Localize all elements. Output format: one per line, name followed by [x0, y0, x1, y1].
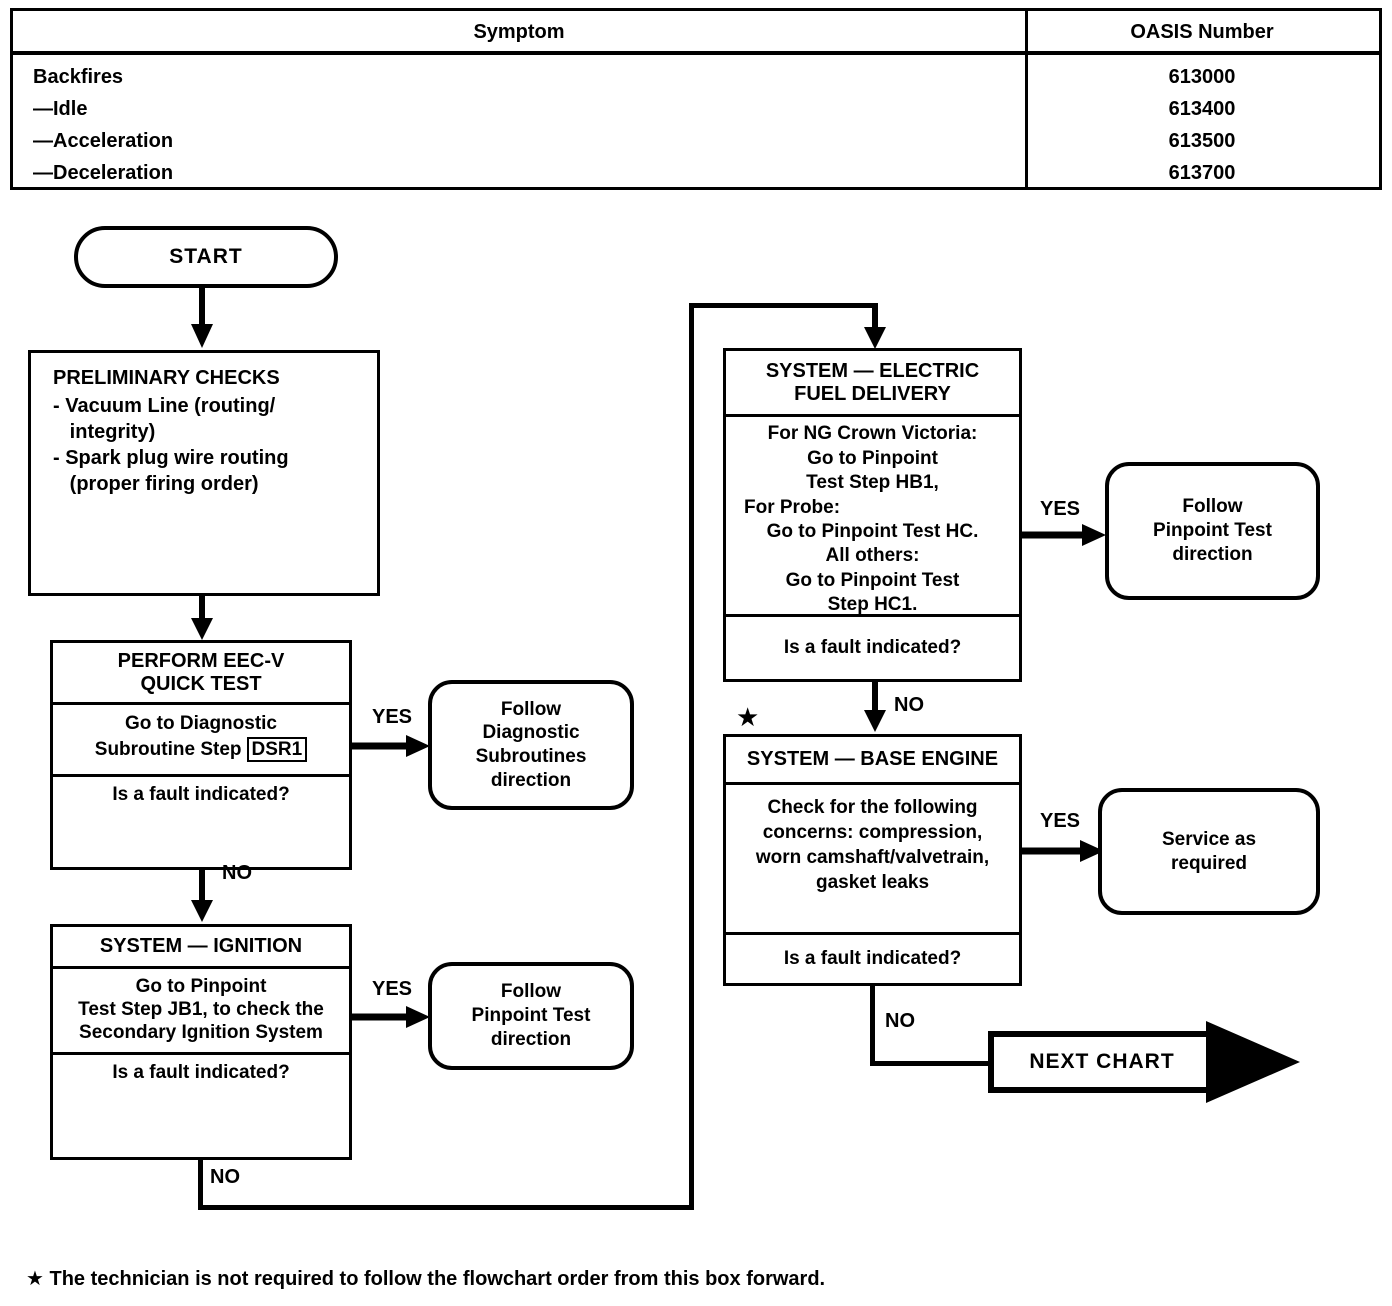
start-node: START — [74, 226, 338, 288]
service-as-required-node: Service as required — [1098, 788, 1320, 915]
preliminary-checks-item-0: - Vacuum Line (routing/ — [53, 395, 276, 417]
table-column-divider — [1025, 11, 1028, 187]
ignition-header: SYSTEM — IGNITION — [53, 927, 349, 969]
base-engine-box: SYSTEM — BASE ENGINE Check for the follo… — [723, 734, 1022, 986]
loop-line-ignition-down — [198, 1160, 203, 1210]
fuel-delivery-yes-label: YES — [1040, 498, 1081, 520]
table-row-symptom-1: —Idle — [33, 98, 88, 120]
quick-test-boxed-step: DSR1 — [246, 737, 308, 762]
symptom-oasis-table: Symptom OASIS Number Backfires 613000 —I… — [10, 8, 1382, 190]
base-engine-yes-label: YES — [1040, 810, 1081, 832]
fuel-delivery-no-label: NO — [894, 694, 924, 716]
preliminary-checks-item-1: integrity) — [53, 421, 156, 443]
base-engine-action-cell: Check for the following concerns: compre… — [726, 785, 1019, 935]
arrow-ignition-yes — [352, 1006, 430, 1028]
preliminary-checks-title: PRELIMINARY CHECKS — [53, 367, 280, 389]
table-row-symptom-2: —Acceleration — [33, 130, 174, 152]
star-marker-icon: ★ — [736, 702, 760, 732]
table-header-row: Symptom OASIS Number — [13, 11, 1379, 55]
quick-test-yes-label: YES — [372, 706, 413, 728]
fuel-delivery-action-cell: For NG Crown Victoria: Go to Pinpoint Te… — [726, 417, 1019, 617]
base-engine-action: Check for the following concerns: compre… — [755, 797, 990, 894]
arrow-fuel-delivery-yes — [1022, 524, 1106, 546]
ignition-action: Go to Pinpoint Test Step JB1, to check t… — [53, 969, 349, 1055]
fuel-delivery-probe-action: Go to Pinpoint Test HC. — [766, 521, 979, 542]
next-chart-arrow-shape — [988, 1021, 1300, 1103]
arrow-quicktest-no — [191, 870, 213, 922]
base-engine-question: Is a fault indicated? — [783, 948, 962, 970]
ignition-box: SYSTEM — IGNITION Go to Pinpoint Test St… — [50, 924, 352, 1160]
quick-test-action-line2: Subroutine Step — [94, 739, 242, 760]
next-chart-banner[interactable]: NEXT CHART — [988, 1021, 1308, 1103]
follow-diagnostic-subroutines-node: Follow Diagnostic Subroutines direction — [428, 680, 634, 810]
loop-line-bottom — [198, 1205, 694, 1210]
fuel-delivery-box: SYSTEM — ELECTRIC FUEL DELIVERY For NG C… — [723, 348, 1022, 682]
arrow-start-to-preliminary — [191, 288, 213, 348]
loop-line-right-up — [689, 303, 694, 1207]
table-row-oasis-2: 613500 — [1168, 130, 1236, 152]
table-row-oasis-0: 613000 — [1168, 66, 1236, 88]
quick-test-no-label: NO — [222, 862, 252, 884]
arrow-fuel-delivery-no — [864, 682, 886, 732]
fuel-delivery-question: Is a fault indicated? — [783, 637, 962, 659]
ignition-yes-label: YES — [372, 978, 413, 1000]
base-engine-header: SYSTEM — BASE ENGINE — [726, 737, 1019, 785]
fuel-delivery-others-label: All others: — [825, 545, 920, 566]
follow-pinpoint-test-node-left: Follow Pinpoint Test direction — [428, 962, 634, 1070]
fuel-delivery-ng-crown-label: For NG Crown Victoria: — [767, 423, 978, 444]
follow-pinpoint-test-node-right: Follow Pinpoint Test direction — [1105, 462, 1320, 600]
line-base-engine-no-down — [870, 986, 875, 1066]
preliminary-checks-item-2: - Spark plug wire routing — [53, 447, 289, 469]
table-row-symptom-3: —Deceleration — [33, 162, 174, 184]
table-row-oasis-3: 613700 — [1168, 162, 1236, 184]
fuel-delivery-header: SYSTEM — ELECTRIC FUEL DELIVERY — [726, 351, 1019, 417]
table-row-symptom-0: Backfires — [33, 66, 124, 88]
footnote-text: ★ The technician is not required to foll… — [26, 1268, 826, 1290]
fuel-delivery-others-action: Go to Pinpoint Test Step HC1. — [785, 570, 960, 615]
arrow-quicktest-yes — [352, 735, 430, 757]
arrow-base-engine-yes — [1022, 840, 1104, 862]
ignition-no-label: NO — [210, 1166, 240, 1188]
preliminary-checks-box: PRELIMINARY CHECKS - Vacuum Line (routin… — [28, 350, 380, 596]
preliminary-checks-item-3: (proper firing order) — [53, 473, 259, 495]
quick-test-question: Is a fault indicated? — [112, 784, 290, 805]
next-chart-label: NEXT CHART — [1029, 1049, 1175, 1073]
ignition-question: Is a fault indicated? — [112, 1062, 290, 1083]
arrow-preliminary-to-quicktest — [191, 596, 213, 640]
base-engine-no-label: NO — [885, 1010, 915, 1032]
column-header-oasis: OASIS Number — [1130, 21, 1274, 43]
arrow-loop-into-fuel-delivery — [864, 303, 886, 349]
fuel-delivery-probe-label: For Probe: — [744, 497, 841, 518]
quick-test-action-line1: Go to Diagnostic — [125, 713, 277, 734]
fuel-delivery-ng-crown-action: Go to Pinpoint Test Step HB1, — [806, 448, 939, 493]
table-row-oasis-1: 613400 — [1168, 98, 1236, 120]
quick-test-header: PERFORM EEC-V QUICK TEST — [53, 643, 349, 705]
column-header-symptom: Symptom — [473, 21, 565, 43]
quick-test-box: PERFORM EEC-V QUICK TEST Go to Diagnosti… — [50, 640, 352, 870]
loop-line-top — [689, 303, 875, 308]
line-base-engine-no-right — [870, 1061, 992, 1066]
